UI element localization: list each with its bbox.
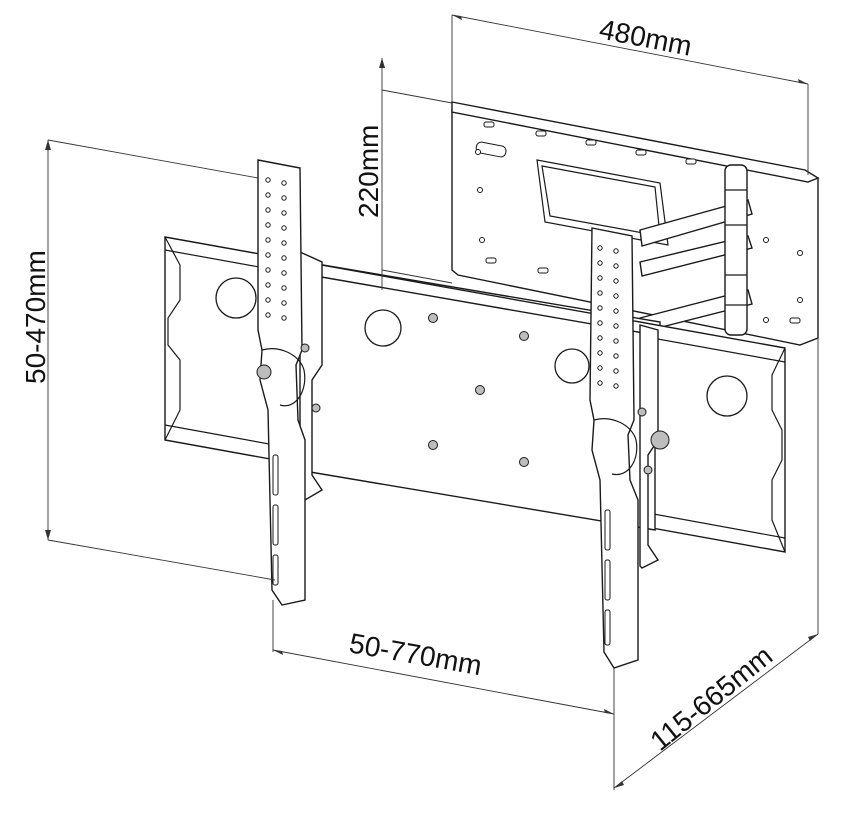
wall-plate-slots <box>483 121 801 324</box>
bracket-holes <box>265 177 287 321</box>
wall-plate-holes <box>475 149 803 323</box>
dimension-50-770 <box>272 600 615 790</box>
dimension-label-220: 220mm <box>353 125 384 218</box>
dimension-label-50-770: 50-770mm <box>347 627 484 681</box>
dimension-115-665 <box>613 338 819 789</box>
bracket-holes <box>597 245 619 389</box>
wall-plate-slot <box>475 141 507 158</box>
rail-hole <box>706 375 748 417</box>
wall-plate-cutout <box>536 159 669 246</box>
dimension-480 <box>451 14 809 175</box>
left-tv-bracket <box>256 159 323 606</box>
dimension-label-115-665: 115-665mm <box>644 640 778 757</box>
rail-hole <box>215 277 257 319</box>
dimension-label-50-470: 50-470mm <box>20 250 51 384</box>
arm-pivot-cylinder <box>724 164 748 336</box>
articulating-arms <box>639 164 753 336</box>
tilt-knob <box>650 430 670 450</box>
dimension-220 <box>379 58 453 290</box>
dimension-label-480: 480mm <box>597 13 695 61</box>
tilt-knob <box>256 364 272 380</box>
right-tv-bracket <box>589 227 670 669</box>
dimension-50-470 <box>45 139 276 581</box>
